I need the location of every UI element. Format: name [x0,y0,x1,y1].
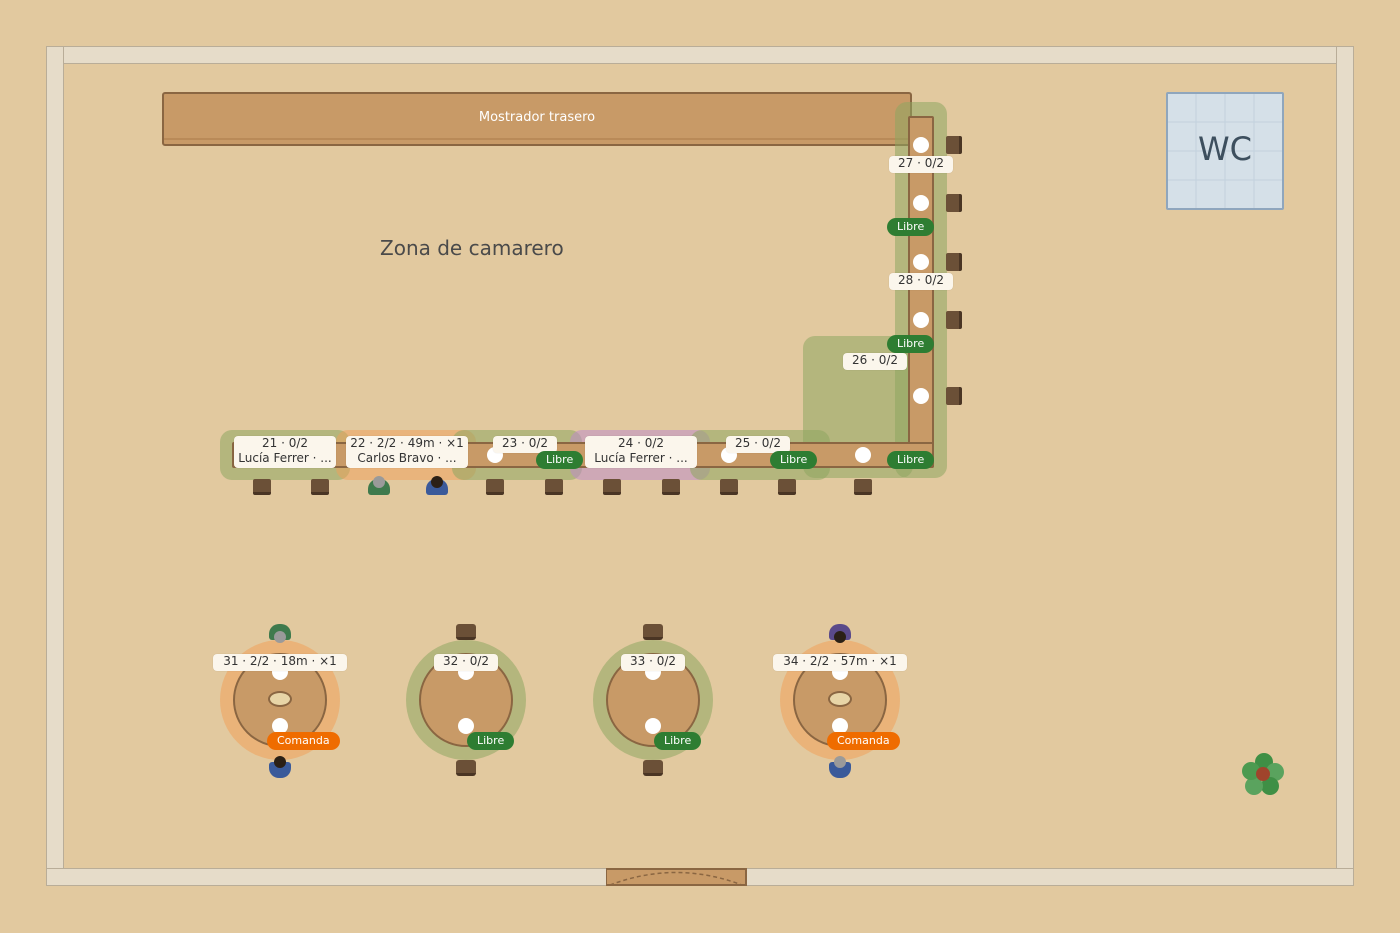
plant-icon [1240,750,1288,798]
seat-28-label[interactable]: 28 · 0/2 [889,273,953,290]
seat-dot[interactable] [913,195,929,211]
chair[interactable] [456,624,476,640]
bar-stool[interactable] [946,387,962,405]
wall-right [1336,46,1354,886]
wc-room[interactable]: WC [1166,92,1284,210]
bar-stool[interactable] [946,194,962,212]
food-plate-icon [828,691,852,707]
bar-counter-vertical [908,116,934,468]
bar-stool[interactable] [603,479,621,495]
bar-stool[interactable] [662,479,680,495]
bar-stool[interactable] [311,479,329,495]
chair[interactable] [643,624,663,640]
bar-stool[interactable] [720,479,738,495]
seat-22-label[interactable]: 22 · 2/2 · 49m · ×1 Carlos Bravo · ... [346,436,468,468]
seat-28-status: Libre [887,335,935,353]
seat-25-label[interactable]: 25 · 0/2 [726,436,790,453]
wc-label: WC [1198,130,1252,168]
seat-dot[interactable] [458,718,474,734]
zone-label: Zona de camarero [380,236,564,260]
food-plate-icon [268,691,292,707]
person-head [274,631,286,643]
seat-dot[interactable] [832,718,848,734]
seat-24-title: 24 · 0/2 [617,436,665,450]
seat-25-status: Libre [770,451,818,469]
seat-24-label[interactable]: 24 · 0/2 Lucía Ferrer · ... [585,436,697,468]
bar-stool[interactable] [778,479,796,495]
seat-22-customer: Carlos Bravo · ... [357,451,457,465]
seat-23-label[interactable]: 23 · 0/2 [493,436,557,453]
bar-stool[interactable] [854,479,872,495]
seat-dot[interactable] [855,447,871,463]
person-head [834,756,846,768]
wall-bottom-right [746,868,1354,886]
seat-26-status: Libre [887,451,935,469]
seat-dot[interactable] [913,137,929,153]
bar-stool[interactable] [946,253,962,271]
table-32-label[interactable]: 32 · 0/2 [434,654,498,671]
bar-stool[interactable] [486,479,504,495]
seated-person[interactable] [829,762,851,778]
door-icon[interactable] [605,866,748,888]
table-32-status: Libre [467,732,515,750]
chair[interactable] [456,760,476,776]
table-31-label[interactable]: 31 · 2/2 · 18m · ×1 [213,654,347,671]
seat-dot[interactable] [913,312,929,328]
seat-dot[interactable] [913,388,929,404]
chair[interactable] [643,760,663,776]
bar-stool[interactable] [253,479,271,495]
wall-bottom-left [46,868,608,886]
seat-26-label[interactable]: 26 · 0/2 [843,353,907,370]
bar-counter-horizontal [232,442,934,468]
seat-21-label[interactable]: 21 · 0/2 Lucía Ferrer · ... [234,436,336,468]
seat-dot[interactable] [913,254,929,270]
person-head [274,756,286,768]
wall-left [46,46,64,886]
seat-dot[interactable] [272,718,288,734]
seat-22-title: 22 · 2/2 · 49m · ×1 [350,436,464,450]
seat-27-status: Libre [887,218,935,236]
person-head [373,476,385,488]
seated-person[interactable] [269,762,291,778]
wall-top [46,46,1354,64]
bar-stool[interactable] [946,136,962,154]
seat-23-status: Libre [536,451,584,469]
table-31-status: Comanda [267,732,340,750]
back-counter: Mostrador trasero [162,92,912,146]
bar-stool[interactable] [946,311,962,329]
seat-21-customer: Lucía Ferrer · ... [238,451,332,465]
table-34-status: Comanda [827,732,900,750]
table-33-label[interactable]: 33 · 0/2 [621,654,685,671]
table-34-label[interactable]: 34 · 2/2 · 57m · ×1 [773,654,907,671]
person-head [431,476,443,488]
person-head [834,631,846,643]
seat-21-title: 21 · 0/2 [261,436,309,450]
table-33-status: Libre [654,732,702,750]
bar-stool[interactable] [545,479,563,495]
seat-24-customer: Lucía Ferrer · ... [594,451,688,465]
seat-27-label[interactable]: 27 · 0/2 [889,156,953,173]
seat-dot[interactable] [645,718,661,734]
back-counter-label: Mostrador trasero [478,110,596,125]
